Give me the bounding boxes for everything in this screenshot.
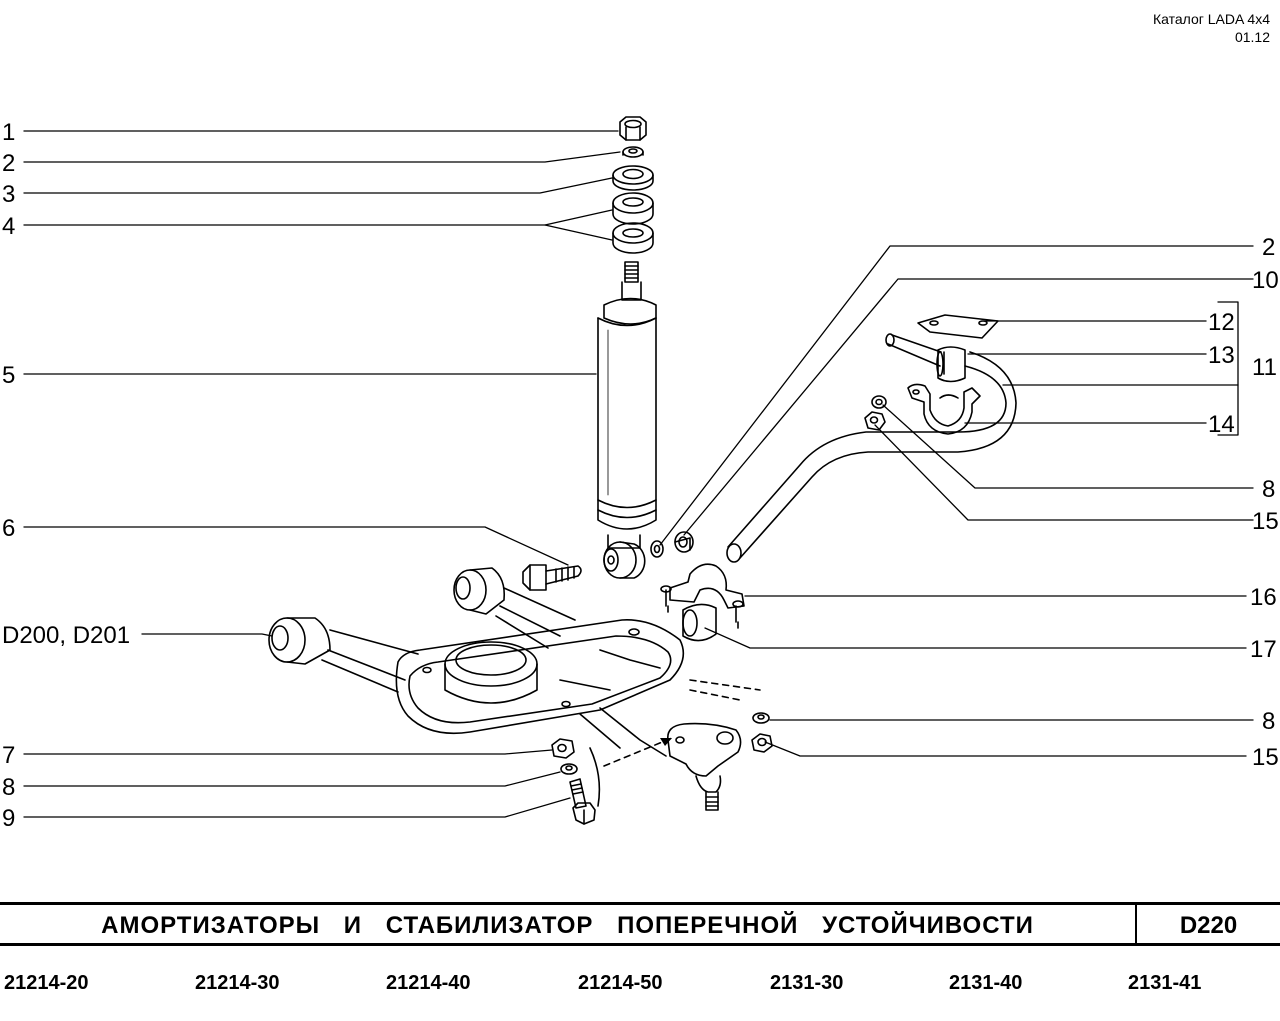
callout-8-right-upper: 8 (1262, 476, 1275, 503)
callout-labels-right: 2 10 12 13 11 14 8 15 16 17 8 15 (1208, 234, 1279, 771)
callout-17: 17 (1250, 636, 1277, 663)
callout-8-left: 8 (2, 774, 15, 801)
model-list: 21214-20 21214-30 21214-40 21214-50 2131… (0, 972, 1280, 998)
title-divider (1135, 905, 1137, 943)
title-bar: АМОРТИЗАТОРЫ И СТАБИЛИЗАТОР ПОПЕРЕЧНОЙ У… (0, 902, 1280, 946)
callout-10: 10 (1252, 267, 1279, 294)
shock-absorber-5 (597, 261, 657, 579)
model-item: 21214-50 (578, 972, 663, 994)
catalog-date: 01.12 (1234, 29, 1270, 45)
callout-3: 3 (2, 181, 15, 208)
arm-edge-line (589, 747, 601, 807)
callout-16: 16 (1250, 584, 1277, 611)
washer-2-lower (650, 540, 664, 558)
bolt-9 (569, 778, 596, 825)
washer-2 (622, 146, 644, 158)
model-item: 2131-40 (949, 972, 1023, 994)
parts-diagram: 1 2 3 4 5 6 D200, D201 7 8 9 2 10 12 13 … (2, 116, 1279, 832)
lower-control-arm (268, 567, 761, 757)
clamp-14 (907, 383, 981, 435)
ball-joint (603, 722, 742, 811)
cushion-4-lower (612, 222, 654, 254)
callout-6: 6 (2, 515, 15, 542)
callout-2: 2 (2, 150, 15, 177)
model-item: 2131-41 (1128, 972, 1202, 994)
nut-1 (619, 116, 647, 141)
cushion-13 (936, 346, 966, 383)
nut-10 (674, 531, 694, 553)
model-item: 21214-40 (386, 972, 471, 994)
cushion-17 (682, 603, 717, 642)
nut-15-upper (864, 411, 886, 431)
catalog-header: Каталог LADA 4x4 01.12 (1153, 10, 1270, 46)
model-item: 21214-30 (195, 972, 280, 994)
callout-2-right: 2 (1262, 234, 1275, 261)
clamp-16 (660, 563, 745, 629)
callout-7: 7 (2, 742, 15, 769)
washer-8-lower (752, 712, 770, 724)
callout-11: 11 (1252, 354, 1277, 381)
catalog-name: Каталог LADA 4x4 (1152, 11, 1270, 27)
washer-8-left (560, 763, 578, 775)
model-item: 2131-30 (770, 972, 844, 994)
callout-14: 14 (1208, 411, 1235, 438)
stabilizer-bar (726, 333, 1017, 563)
callout-15-lower: 15 (1252, 744, 1279, 771)
callout-labels-left: 1 2 3 4 5 6 D200, D201 7 8 9 (2, 119, 130, 832)
washer-3 (612, 165, 654, 191)
callout-4: 4 (2, 213, 15, 240)
callout-8-right-lower: 8 (1262, 708, 1275, 735)
bolt-6 (522, 564, 582, 591)
callout-9: 9 (2, 805, 15, 832)
bracket-plate-12 (917, 314, 999, 339)
nut-7 (551, 738, 575, 759)
model-item: 21214-20 (4, 972, 89, 994)
callout-13: 13 (1208, 342, 1235, 369)
section-code: D220 (1179, 912, 1238, 939)
callout-5: 5 (2, 362, 15, 389)
callout-12: 12 (1208, 309, 1235, 336)
cushion-4-upper (612, 192, 654, 225)
page-title: АМОРТИЗАТОРЫ И СТАБИЛИЗАТОР ПОПЕРЕЧНОЙ У… (101, 912, 1034, 939)
leader-lines (23, 130, 1254, 818)
callout-1: 1 (2, 119, 15, 146)
callout-d200-d201: D200, D201 (2, 622, 130, 649)
washer-8-upper (871, 395, 887, 409)
nut-15-lower (751, 733, 773, 753)
callout-15-upper: 15 (1252, 508, 1279, 535)
